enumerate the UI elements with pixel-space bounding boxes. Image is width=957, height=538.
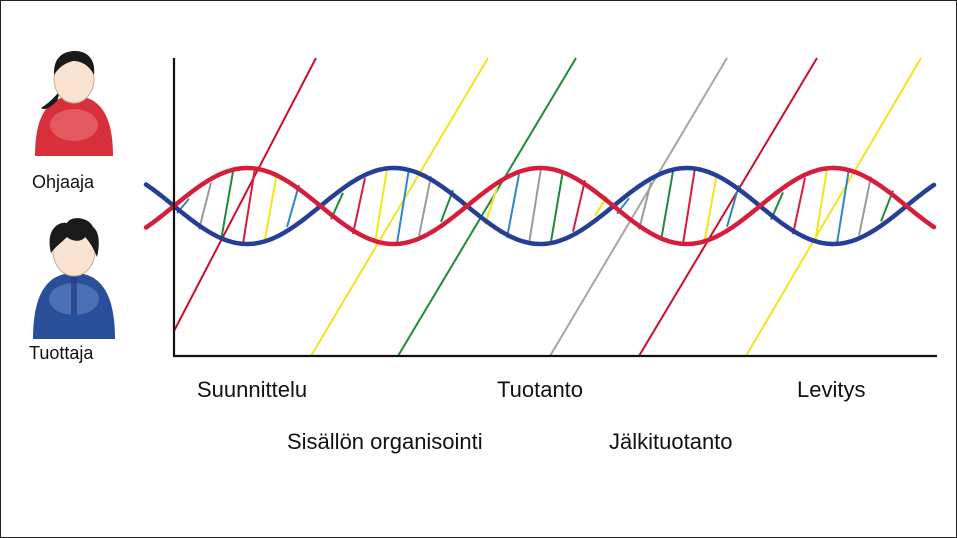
helix-rung (528, 168, 542, 244)
phase-label-planning: Suunnittelu (197, 377, 308, 402)
helix-rung (814, 169, 828, 243)
helix-rung (484, 186, 498, 226)
helix-rung (660, 171, 674, 241)
producer-avatar (33, 218, 115, 339)
helix-rung (682, 167, 696, 245)
helix-rung (726, 184, 740, 228)
phase-diagonal-line (638, 57, 818, 357)
helix-rung (242, 167, 256, 245)
helix-rung (506, 174, 520, 238)
phase-diagonal-line (549, 57, 728, 357)
phase-diagonal-lines (173, 57, 922, 357)
helix-rung (220, 171, 234, 241)
ponytail-icon (41, 89, 61, 110)
helix-rung (286, 184, 300, 228)
helix-strand-blue (143, 165, 937, 247)
helix-rung (858, 176, 872, 236)
helix-rung (418, 176, 432, 236)
phase-diagonal-line (397, 57, 577, 357)
helix-rung (792, 177, 806, 235)
helix-rung (836, 168, 850, 244)
director-avatar (35, 51, 113, 156)
role-label-producer: Tuottaja (29, 343, 94, 363)
phase-label-distribution: Levitys (797, 377, 866, 402)
phase-diagonal-line (173, 57, 317, 332)
phase-label-content-organisation: Sisällön organisointi (287, 429, 483, 454)
helix-rung (704, 172, 718, 240)
helix-rung (550, 170, 564, 242)
helix-rung (352, 177, 366, 235)
role-label-director: Ohjaaja (32, 172, 95, 192)
helix-strand-red (143, 165, 937, 247)
helix-strands (143, 165, 937, 247)
avatars (33, 51, 115, 339)
helix-rung (374, 169, 388, 243)
phase-diagonal-line (310, 57, 489, 357)
helix-rung (638, 181, 652, 231)
helix-rung (264, 172, 278, 240)
phase-label-post-production: Jälkituotanto (609, 429, 733, 454)
helix-rung (572, 180, 586, 232)
phase-label-production: Tuotanto (497, 377, 584, 402)
helix-rung (396, 168, 410, 244)
helix-rung (198, 182, 212, 230)
phase-diagonal-line (745, 57, 922, 357)
